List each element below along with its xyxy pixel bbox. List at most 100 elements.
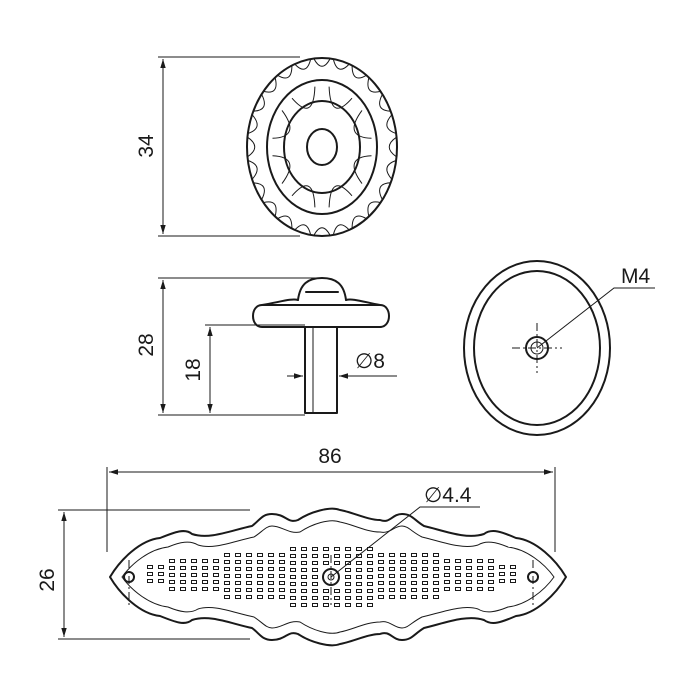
plate-dot <box>290 547 296 551</box>
plate-dot <box>224 574 230 578</box>
plate-dot <box>422 588 428 592</box>
plate-dot <box>312 547 318 551</box>
shank-height-dimension-label: 18 <box>182 358 205 381</box>
rim-tooth <box>263 201 277 217</box>
plate-dot <box>411 560 417 564</box>
rim-tooth <box>379 182 391 200</box>
plate-dot <box>224 553 230 557</box>
plate-dot <box>345 589 351 593</box>
plate-dot <box>191 580 197 584</box>
plate-dot <box>268 588 274 592</box>
plate-dot <box>312 568 318 572</box>
plate-dot <box>257 553 263 557</box>
plate-dot <box>191 573 197 577</box>
plate-dot <box>202 566 208 570</box>
plate-dot <box>279 588 285 592</box>
plate-dot <box>180 559 186 563</box>
plate-dot <box>422 567 428 571</box>
plate-dot <box>367 561 373 565</box>
plate-dot <box>444 587 450 591</box>
plate-dot <box>301 547 307 551</box>
plate-dot <box>444 559 450 563</box>
bottom-inner-circle <box>473 270 601 426</box>
plate-dot <box>345 554 351 558</box>
plate-dot <box>323 561 329 565</box>
plate-dot <box>213 580 219 584</box>
knob-center-boss <box>306 128 338 166</box>
rim-tooth <box>263 77 277 93</box>
plate-dot <box>202 559 208 563</box>
plate-dot <box>433 595 439 599</box>
plate-dot <box>466 559 472 563</box>
plate-dot <box>411 588 417 592</box>
plate-dot <box>455 566 461 570</box>
plate-dot <box>312 561 318 565</box>
plate-dot <box>422 574 428 578</box>
shank-diameter-label: ∅8 <box>355 350 385 373</box>
petal <box>328 86 353 109</box>
plate-dot <box>488 573 494 577</box>
plate-dot <box>268 574 274 578</box>
plate-dot <box>224 588 230 592</box>
plate-dot <box>169 559 175 563</box>
plate-dot <box>345 596 351 600</box>
plate-dot <box>246 567 252 571</box>
plate-dot <box>433 574 439 578</box>
rim-tooth <box>277 215 293 229</box>
plate-dot <box>411 581 417 585</box>
plate-dot <box>345 561 351 565</box>
plate-dot <box>279 595 285 599</box>
plate-dot <box>334 554 340 558</box>
plate-dot <box>488 580 494 584</box>
plate-dot <box>312 589 318 593</box>
plate-dot <box>147 572 153 576</box>
plate-dot <box>378 595 384 599</box>
petal <box>328 185 353 208</box>
plate-dot <box>301 568 307 572</box>
hole-diameter-leader <box>330 506 480 578</box>
plate-dot <box>224 595 230 599</box>
backplate-dot-pattern <box>147 547 516 607</box>
plate-dot <box>455 559 461 563</box>
petal <box>291 86 316 109</box>
rim-tooth <box>351 215 367 229</box>
plate-dot <box>235 553 241 557</box>
plate-dot <box>246 588 252 592</box>
petal <box>353 155 372 184</box>
plate-dot <box>279 553 285 557</box>
plate-dot <box>433 553 439 557</box>
plate-dot <box>422 560 428 564</box>
plate-dot <box>367 603 373 607</box>
rim-tooth <box>294 224 312 236</box>
length-dimension-label: 86 <box>318 445 341 468</box>
rim-tooth <box>247 160 258 180</box>
plate-dot <box>389 560 395 564</box>
plate-dot <box>235 574 241 578</box>
plate-dot <box>444 580 450 584</box>
plate-dot <box>367 547 373 551</box>
rim-tooth <box>277 65 293 79</box>
plate-dot <box>411 574 417 578</box>
knob-cap-shoulder <box>261 298 381 306</box>
plate-dot <box>213 573 219 577</box>
plate-dot <box>213 566 219 570</box>
rim-tooth <box>294 58 312 70</box>
rim-tooth <box>351 65 367 79</box>
plate-dot <box>400 581 406 585</box>
rim-tooth <box>388 136 397 158</box>
plate-dot <box>312 596 318 600</box>
rim-tooth <box>247 114 258 134</box>
petal <box>272 155 291 184</box>
plate-dot <box>466 573 472 577</box>
plate-dot <box>411 567 417 571</box>
plate-dot <box>367 554 373 558</box>
plate-dot <box>400 560 406 564</box>
plate-dot <box>499 579 505 583</box>
plate-dot <box>400 595 406 599</box>
plate-dot <box>378 588 384 592</box>
thread-leader-line <box>536 287 655 349</box>
knob-cap-body <box>252 304 390 328</box>
plate-dot <box>477 573 483 577</box>
plate-dot <box>356 568 362 572</box>
rim-tooth <box>379 94 391 112</box>
